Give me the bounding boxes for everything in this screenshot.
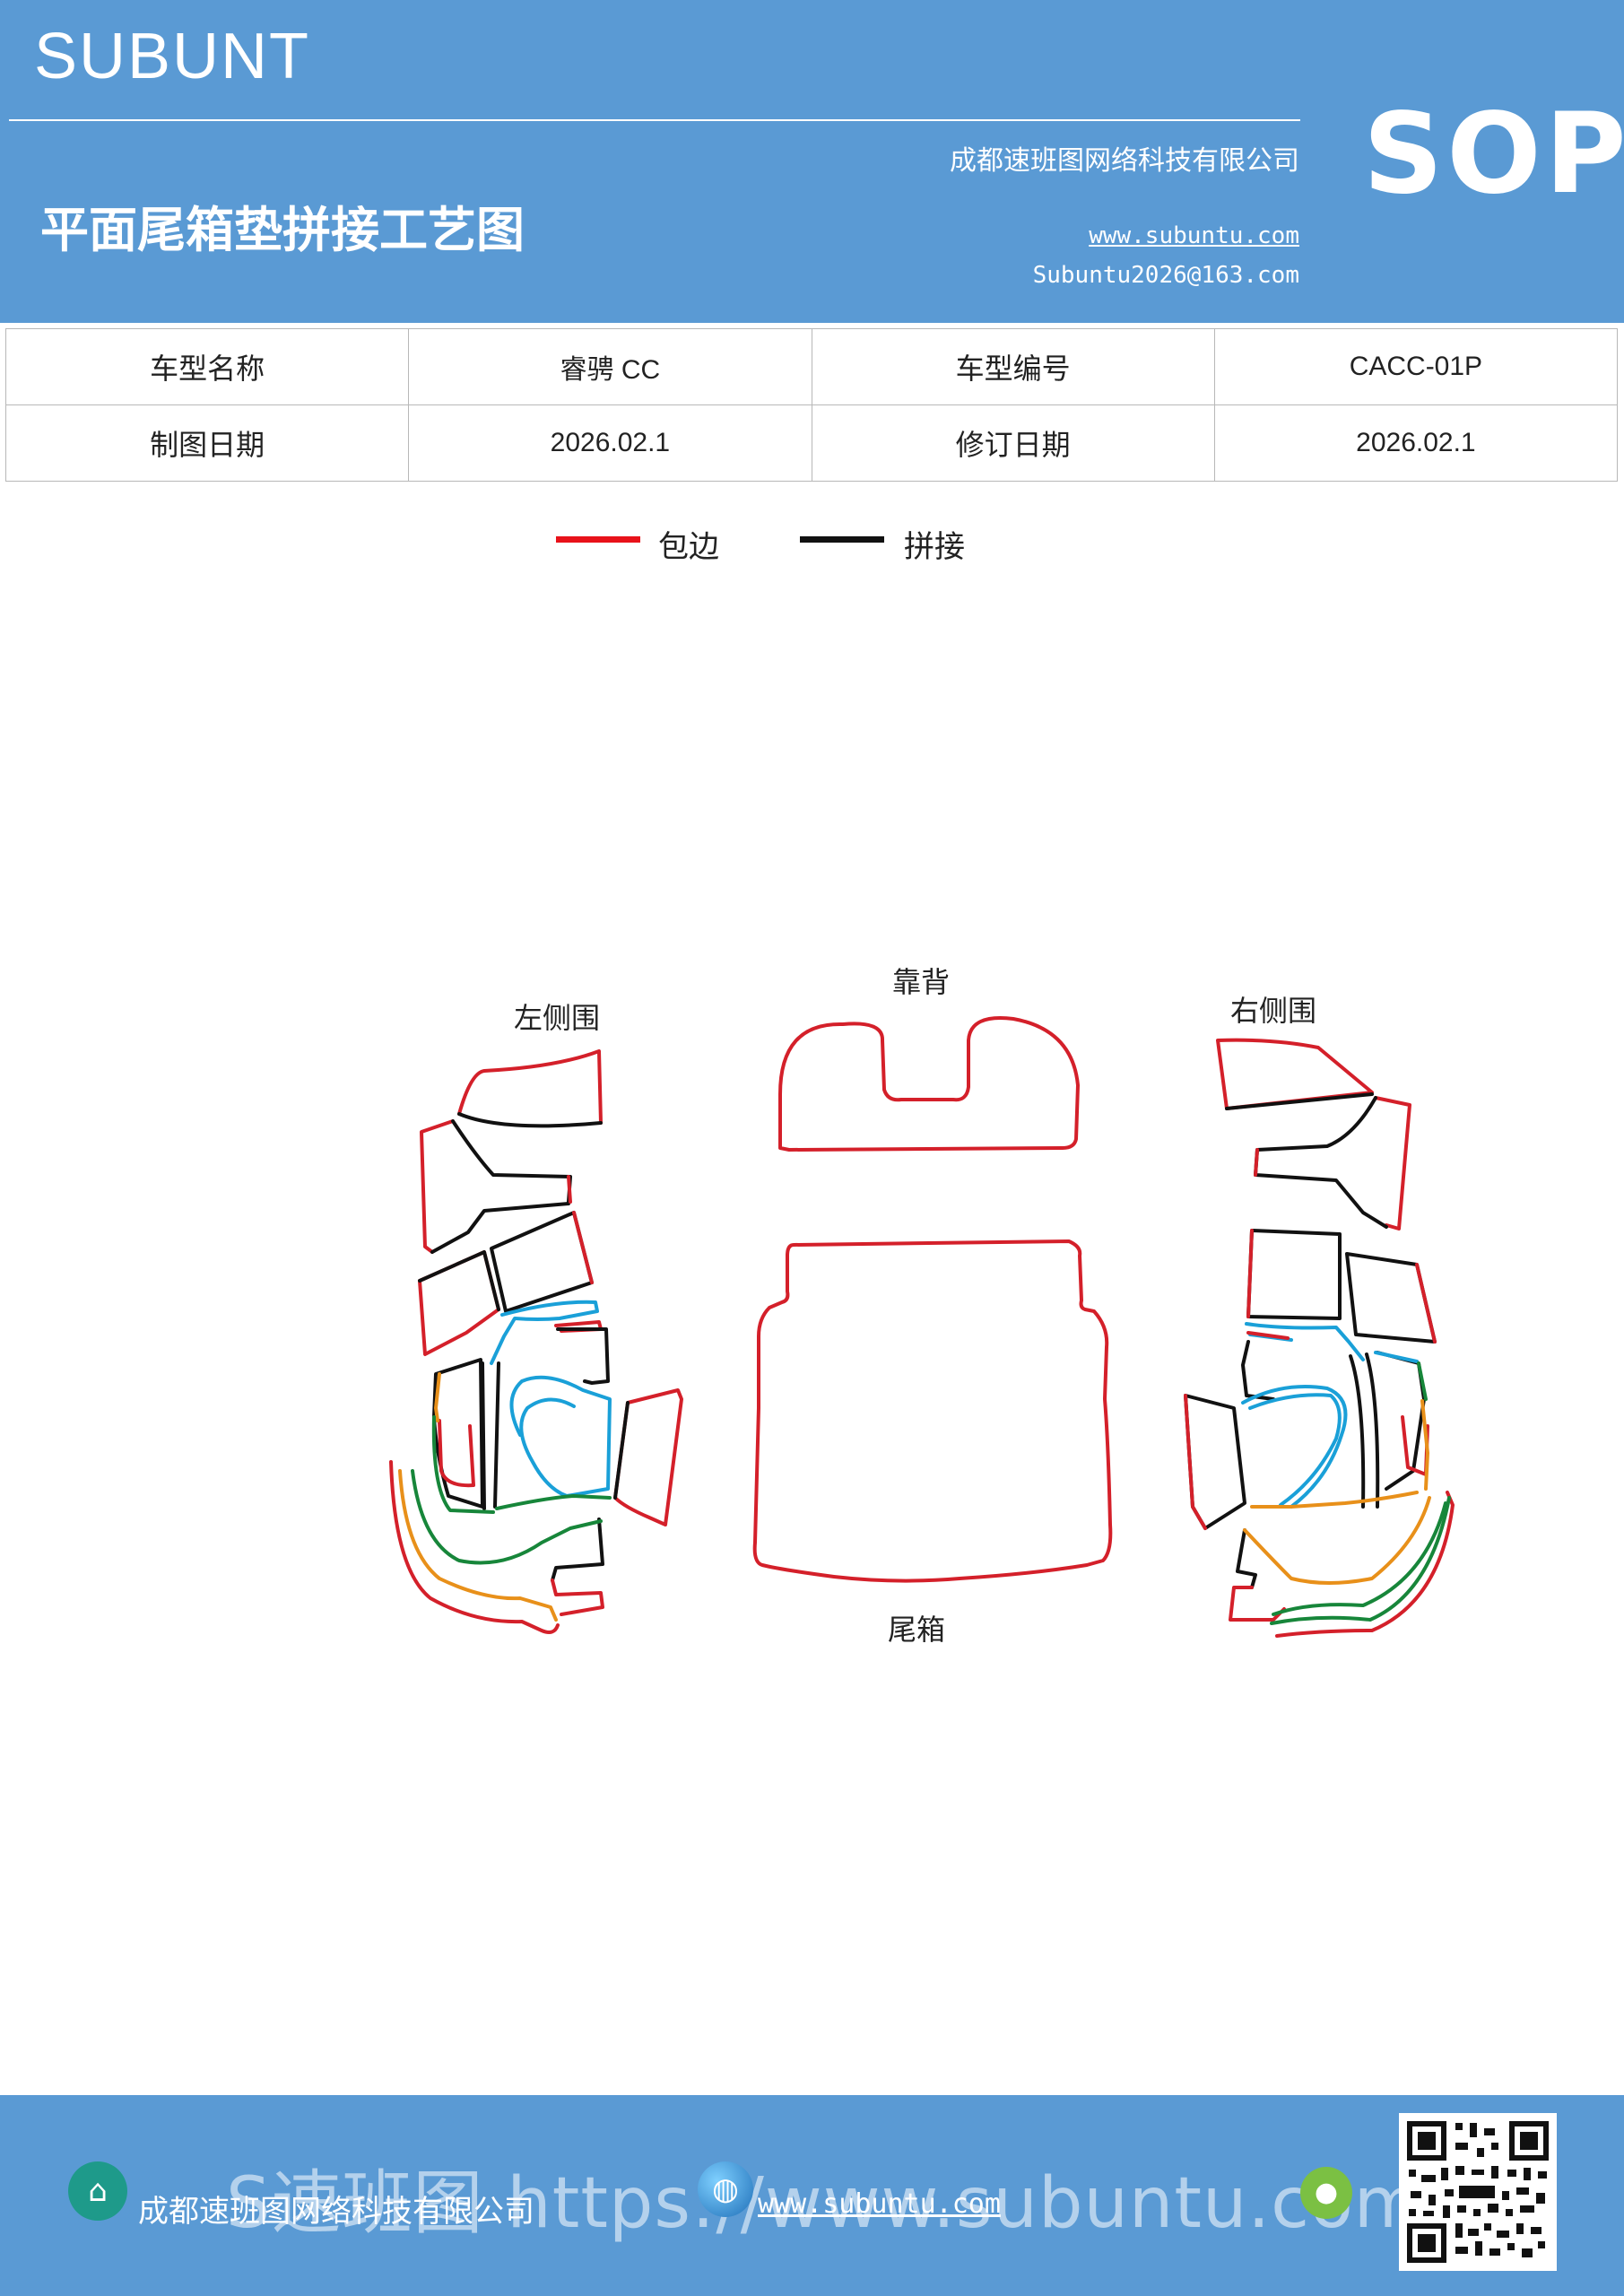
- qr-code-icon: [1399, 2113, 1557, 2271]
- legend-swatch-seam: [800, 536, 884, 543]
- right-top-piece: [1216, 1038, 1374, 1110]
- table-cell-value: CACC-01P: [1213, 328, 1619, 405]
- left-orange-lower: [398, 1469, 558, 1622]
- right-mid-right-piece: [1345, 1252, 1437, 1344]
- wechat-icon: ●: [1300, 2167, 1352, 2219]
- right-blue-curve: [1241, 1385, 1348, 1509]
- right-orange-tab: [1420, 1399, 1429, 1491]
- table-cell-value: 2026.02.1: [408, 404, 812, 482]
- globe-icon: ◍: [698, 2161, 753, 2217]
- left-orange-tab: [434, 1372, 441, 1422]
- table-cell-value: 睿骋 CC: [408, 328, 812, 405]
- left-upper-seam-a: [451, 1119, 572, 1204]
- right-mid-right-red: [1415, 1263, 1437, 1344]
- document-title: 平面尾箱垫拼接工艺图: [40, 202, 525, 258]
- legend: 包边 拼接: [0, 520, 1624, 574]
- left-top-seam: [457, 1112, 603, 1128]
- brand-name: SUBUNT: [34, 21, 311, 92]
- label-right-side-panel: 右侧围: [1230, 994, 1317, 1028]
- right-red-strip: [1246, 1331, 1290, 1340]
- table-cell-label: 车型名称: [4, 328, 410, 405]
- right-blue-tab: [1374, 1351, 1419, 1363]
- table-cell-value: 2026.02.1: [1213, 404, 1619, 482]
- right-orange-band: [1250, 1491, 1419, 1509]
- label-left-side-panel: 左侧围: [514, 1001, 601, 1035]
- left-green-band: [495, 1494, 612, 1510]
- left-top-piece: [457, 1049, 603, 1125]
- email-address: Subuntu2026@163.com: [1032, 262, 1299, 289]
- company-name: 成都速班图网络科技有限公司: [950, 145, 1299, 177]
- right-top-seam: [1225, 1092, 1374, 1110]
- right-inner-black: [1241, 1340, 1275, 1401]
- left-inner-right-block: [556, 1327, 610, 1385]
- sop-badge: SOP: [1363, 90, 1624, 219]
- right-upper-left-edge: [1254, 1148, 1259, 1177]
- left-blue-curve: [509, 1375, 612, 1498]
- left-green-curve-a: [431, 1415, 495, 1514]
- label-backrest: 靠背: [892, 965, 951, 999]
- right-blue-strip: [1245, 1322, 1365, 1361]
- right-inner-seam: [1349, 1352, 1380, 1509]
- right-upper-seam: [1254, 1096, 1388, 1229]
- left-vertical-block-red: [438, 1419, 475, 1488]
- website-link[interactable]: www.subuntu.com: [1089, 222, 1299, 249]
- footer-banner: ⌂ S速班图 https://www.subuntu.com 成都速班图网络科技…: [0, 2095, 1624, 2296]
- left-upper-seam-b: [430, 1202, 570, 1254]
- table-row: 制图日期 2026.02.1 修订日期 2026.02.1: [4, 404, 1619, 482]
- right-vertical-block: [1376, 1351, 1426, 1491]
- left-lower-black: [551, 1518, 604, 1582]
- footer-watermark: S速班图 https://www.subuntu.com: [226, 2163, 1423, 2244]
- right-green-lower: [1272, 1501, 1447, 1616]
- vehicle-info-table: 车型名称 睿骋 CC 车型编号 CACC-01P 制图日期 2026.02.1 …: [4, 328, 1619, 482]
- right-mid-left-red: [1246, 1229, 1254, 1318]
- left-lower-red-edge: [551, 1578, 604, 1616]
- left-far-right-seam: [613, 1401, 630, 1500]
- footer-company-name: 成都速班图网络科技有限公司: [138, 2194, 534, 2230]
- left-red-outer-curve: [389, 1460, 560, 1634]
- left-green-lower: [411, 1469, 603, 1565]
- header-banner: SUBUNT SOP 平面尾箱垫拼接工艺图 成都速班图网络科技有限公司 www.…: [0, 0, 1624, 323]
- left-inner-seam: [481, 1361, 500, 1510]
- label-trunk: 尾箱: [888, 1613, 946, 1647]
- home-icon: ⌂: [68, 2161, 127, 2221]
- table-cell-label: 车型编号: [811, 328, 1215, 405]
- left-upper-right-edge: [567, 1175, 572, 1204]
- header-divider: [9, 119, 1300, 121]
- trunk-piece: [752, 1239, 1113, 1583]
- right-upper-piece: [1374, 1096, 1411, 1231]
- right-far-left-red: [1184, 1394, 1207, 1530]
- footer-website-link[interactable]: www.subuntu.com: [758, 2188, 1001, 2220]
- legend-label-seam: 拼接: [904, 529, 965, 565]
- right-green-tab: [1417, 1361, 1428, 1401]
- table-cell-label: 修订日期: [811, 404, 1215, 482]
- backrest-piece: [778, 1016, 1080, 1152]
- right-mid-left-piece: [1246, 1229, 1342, 1320]
- table-row: 车型名称 睿骋 CC 车型编号 CACC-01P: [4, 328, 1619, 405]
- right-lower-black: [1236, 1528, 1257, 1589]
- left-mid-right-edge: [572, 1211, 594, 1284]
- right-red-outer: [1275, 1491, 1455, 1638]
- legend-label-edging: 包边: [658, 529, 719, 565]
- right-green-outer: [1270, 1496, 1451, 1625]
- right-lower-red: [1229, 1586, 1286, 1622]
- legend-swatch-edging: [556, 536, 640, 543]
- left-upper-piece: [420, 1119, 455, 1254]
- left-blue-strip: [490, 1300, 599, 1365]
- right-orange-lower: [1243, 1496, 1431, 1585]
- left-mid-left-seam: [418, 1250, 500, 1311]
- table-cell-label: 制图日期: [4, 404, 410, 482]
